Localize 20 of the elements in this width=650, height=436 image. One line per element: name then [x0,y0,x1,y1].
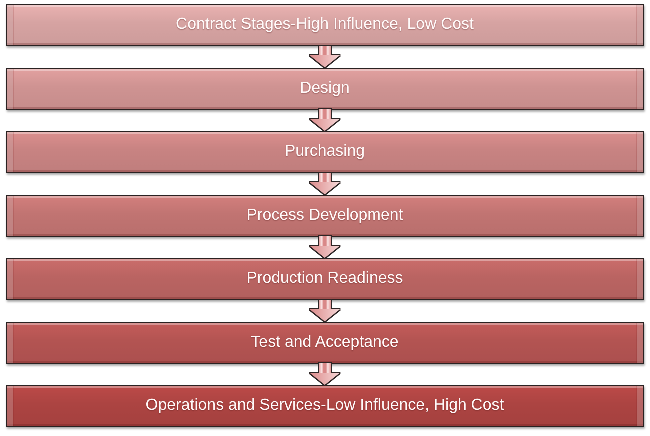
arrow [310,173,340,194]
stage-label: Process Development [246,206,404,226]
process-box [6,68,644,110]
stage-label: Contract Stages-High Influence, Low Cost [176,15,474,35]
arrow [310,236,340,258]
process-box [6,4,644,46]
process-box [6,131,644,173]
stage-label: Purchasing [284,142,366,162]
stage-label: Operations and Services-Low Influence, High Cost [146,396,504,416]
arrow [310,364,340,385]
process-box [6,322,644,364]
stage-label: Design [300,78,350,98]
stage-label: Test and Acceptance [251,332,399,352]
process-box [6,194,644,236]
arrow [310,300,340,322]
process-box [6,385,644,427]
arrow [310,110,340,131]
arrow [310,46,340,68]
process-box [6,258,644,300]
stage-label: Production Readiness [246,269,404,289]
